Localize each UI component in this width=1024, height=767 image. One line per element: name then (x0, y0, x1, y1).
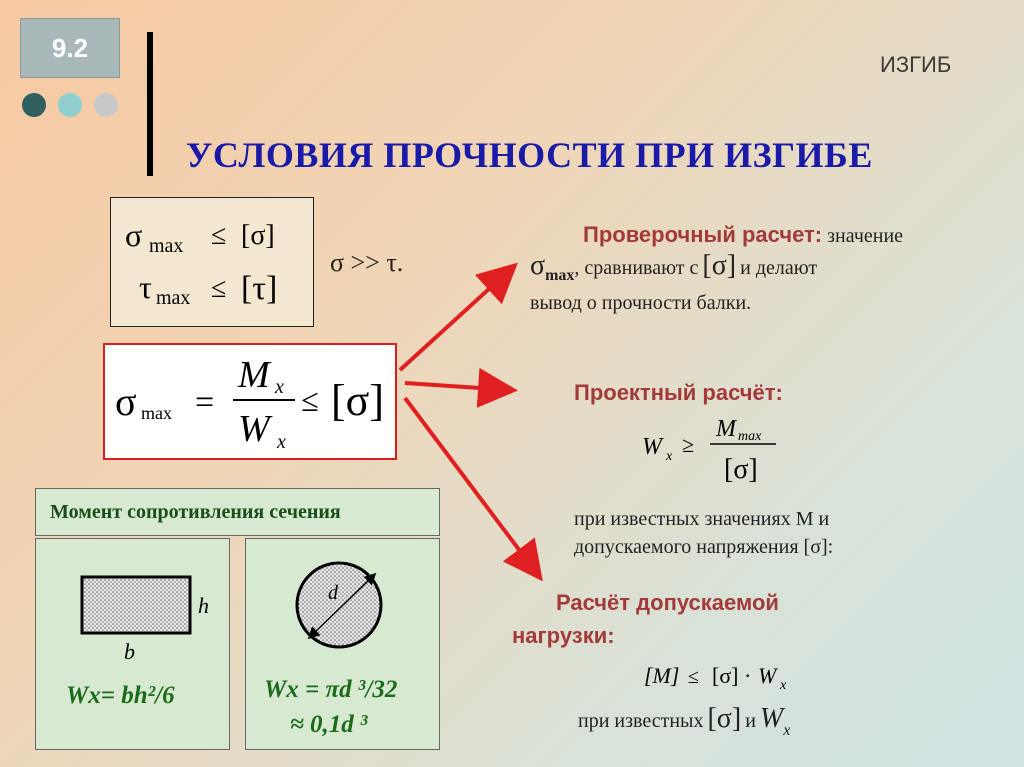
arrow-to-check-calc (398, 262, 518, 372)
design-calc-text1: при известных значениях М и (574, 508, 830, 530)
load-w-sub: x (783, 722, 791, 739)
main-relation: ≤ (301, 382, 319, 418)
load-calc-text2: и (745, 710, 756, 732)
load-calc-text-line: при известных [σ] и Wx (578, 703, 790, 739)
sigma-relation: ≤ (211, 220, 226, 251)
design-relation: ≥ (682, 432, 694, 457)
main-strength-formula-box: σ max = M x W x ≤ [σ] (103, 343, 397, 460)
check-calc-text1: значение (822, 225, 904, 247)
design-denominator: [σ] (724, 454, 758, 485)
sigma-symbol: σ (125, 217, 142, 253)
circle-section-diagram: d (295, 561, 383, 649)
diameter-line (307, 572, 377, 640)
sigma-much-greater-tau: σ >> τ. (330, 248, 404, 277)
tau-allowable: [τ] (241, 270, 277, 307)
main-denominator-sub: x (276, 431, 286, 453)
check-calc-line2: σmax, сравнивают с [σ] и делают (530, 250, 818, 284)
dot-dark (22, 93, 46, 117)
circle-modulus-formula-2: ≈ 0,1d ³ (290, 711, 368, 738)
rectangle-section (80, 575, 192, 635)
load-rhs-sub: x (779, 678, 787, 693)
dot-light-teal (58, 93, 82, 117)
conditions-formulas: σ max ≤ [σ] τ max ≤ [τ] (125, 217, 277, 309)
check-sigma: σ (530, 250, 546, 281)
dot-grey (94, 93, 118, 117)
load-mid: [σ] (712, 663, 739, 688)
tau-symbol: τ (139, 269, 152, 305)
sigma-allowable: [σ] (241, 220, 275, 251)
load-w: W (759, 703, 784, 734)
section-modulus-title: Момент сопротивления сечения (35, 488, 440, 536)
design-calc-heading: Проектный расчёт: (574, 380, 783, 405)
load-calc-heading-1: Расчёт допускаемой (556, 590, 779, 615)
check-calc-heading-line: Проверочный расчет: значение (583, 222, 903, 248)
design-calc-text2: допускаемого напряжения [σ]: (574, 536, 834, 558)
main-denominator: W (238, 408, 273, 450)
sigma-subscript: max (149, 235, 183, 257)
arrow-to-load-calc (403, 396, 543, 582)
check-calc-text4: вывод о прочности балки. (530, 292, 752, 314)
load-allowable: [σ] (707, 703, 742, 734)
design-formula: W x ≥ M max [σ] (642, 416, 776, 485)
load-calc-heading-2: нагрузки: (512, 623, 615, 648)
check-allowable: [σ] (702, 250, 737, 281)
main-numerator-sub: x (274, 376, 284, 398)
rect-modulus-formula: Wx= bh²/6 (66, 682, 175, 709)
width-label: b (124, 639, 135, 664)
strength-conditions-box: σ max ≤ [σ] τ max ≤ [τ] (110, 197, 314, 327)
tau-relation: ≤ (211, 273, 226, 304)
load-relation: ≤ (688, 666, 699, 688)
design-lhs: W (642, 434, 664, 460)
main-sigma: σ (115, 379, 137, 424)
circle-section (295, 561, 383, 649)
main-sigma-sub: max (141, 403, 172, 423)
vertical-divider (147, 32, 153, 176)
tau-subscript: max (156, 287, 190, 309)
load-rhs: W (758, 663, 778, 688)
design-numerator-sub: max (738, 429, 762, 444)
load-dot: · (744, 663, 751, 688)
slide-number-badge: 9.2 (20, 18, 120, 78)
design-lhs-sub: x (665, 449, 673, 464)
check-calc-heading: Проверочный расчет: (583, 222, 823, 247)
main-allowable: [σ] (331, 376, 384, 425)
rectangular-section-panel: h b Wx= bh²/6 (35, 538, 230, 750)
main-numerator: M (237, 354, 272, 396)
load-calc-text1: при известных (578, 710, 704, 732)
page-title: УСЛОВИЯ ПРОЧНОСТИ ПРИ ИЗГИБЕ (186, 135, 873, 175)
circle-modulus-formula-1: Wx = πd ³/32 (264, 676, 398, 703)
load-lhs: [M] (644, 663, 679, 688)
load-formula: [M] ≤ [σ] · W x (644, 663, 787, 693)
main-formula: σ max = M x W x ≤ [σ] (115, 354, 384, 453)
diameter-label: d (328, 582, 339, 604)
main-equals: = (195, 384, 214, 421)
height-label: h (198, 593, 209, 618)
arrow-to-design-calc (404, 367, 518, 408)
topic-label: ИЗГИБ (880, 52, 952, 77)
check-calc-text2: , сравнивают с (574, 257, 699, 279)
rectangle-section-diagram: h b (80, 575, 209, 664)
check-sigma-sub: max (545, 267, 575, 284)
check-calc-text3: и делают (740, 257, 818, 279)
circular-section-panel: d Wx = πd ³/32 ≈ 0,1d ³ (245, 538, 440, 750)
design-numerator: M (715, 416, 738, 442)
